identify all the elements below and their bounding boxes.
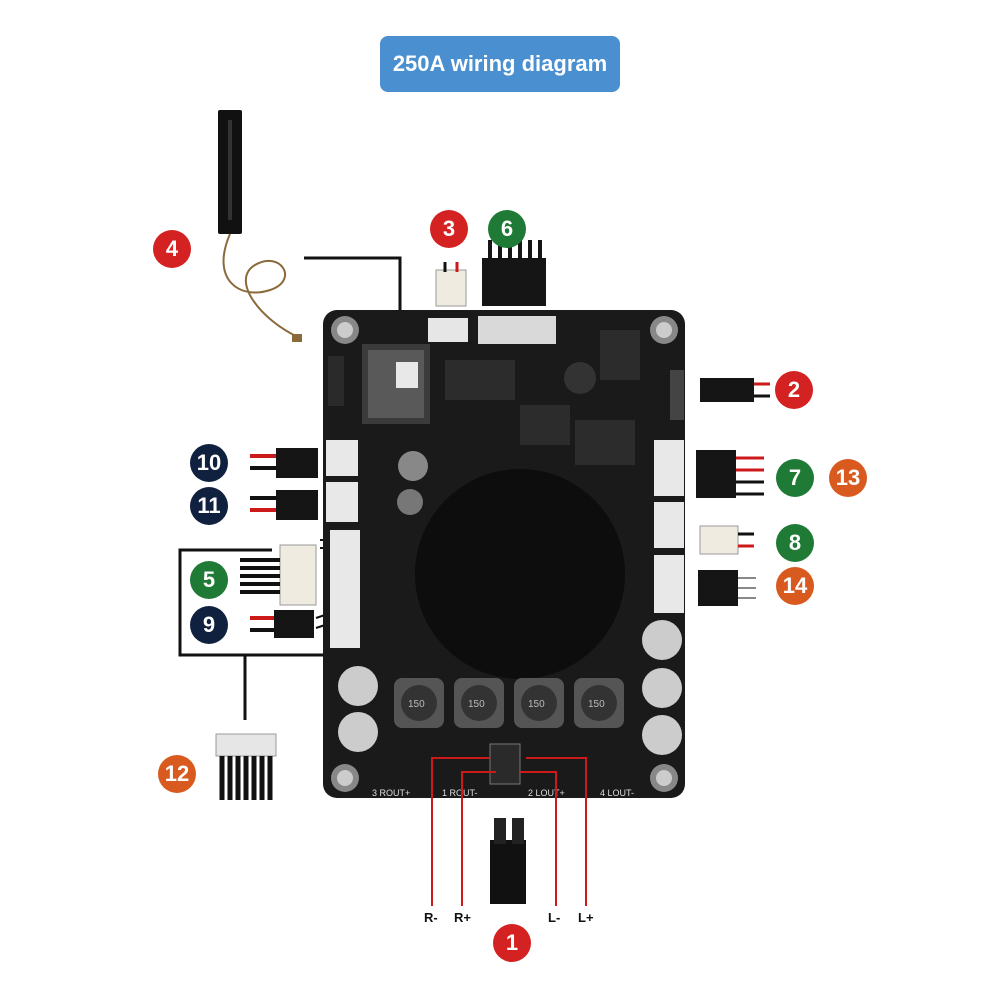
pcb-label-lout-plus: 2 LOUT+ — [528, 788, 565, 798]
connector-11 — [250, 490, 318, 520]
connector-5 — [240, 544, 317, 606]
badge-11: 11 — [190, 487, 228, 525]
badge-5: 5 — [190, 561, 228, 599]
pcb-label-lout-minus: 4 LOUT- — [600, 788, 634, 798]
label-r-plus: R+ — [454, 910, 471, 925]
inductor-label-3: 150 — [528, 699, 545, 710]
connector-12 — [215, 733, 277, 800]
label-l-minus: L- — [548, 910, 561, 925]
badge-12: 12 — [158, 755, 196, 793]
pcb-label-rout-plus: 3 ROUT+ — [372, 788, 410, 798]
badge-4: 4 — [153, 230, 191, 268]
connector-1 — [490, 818, 526, 904]
badge-14: 14 — [776, 567, 814, 605]
badge-8: 8 — [776, 524, 814, 562]
badge-2: 2 — [775, 371, 813, 409]
connector-2 — [700, 378, 770, 402]
badge-9: 9 — [190, 606, 228, 644]
connector-7-13 — [696, 450, 764, 498]
antenna-lead-line — [304, 256, 402, 312]
connector-3 — [435, 262, 467, 307]
inductor-label-4: 150 — [588, 699, 605, 710]
connector-8 — [699, 525, 754, 555]
label-r-minus: R- — [424, 910, 438, 925]
connector-14 — [698, 570, 756, 606]
badge-13: 13 — [829, 459, 867, 497]
diagram-title: 250A wiring diagram — [380, 36, 620, 92]
badge-3: 3 — [430, 210, 468, 248]
badge-6: 6 — [488, 210, 526, 248]
label-l-plus: L+ — [578, 910, 594, 925]
pcb-label-rout-minus: 1 ROUT- — [442, 788, 478, 798]
connector-10 — [250, 448, 318, 478]
wire-l-minus — [520, 771, 557, 906]
inductor-label-1: 150 — [408, 699, 425, 710]
inductor-label-2: 150 — [468, 699, 485, 710]
pcb-board — [323, 310, 685, 798]
badge-1: 1 — [493, 924, 531, 962]
wire-l-plus — [526, 757, 587, 906]
wire-r-plus — [461, 771, 496, 906]
badge-7: 7 — [776, 459, 814, 497]
bracket-line-left — [178, 548, 330, 657]
antenna — [218, 110, 302, 342]
badge-10: 10 — [190, 444, 228, 482]
connector-9 — [250, 610, 314, 638]
connector-6 — [482, 240, 546, 306]
wire-r-minus — [431, 757, 490, 906]
